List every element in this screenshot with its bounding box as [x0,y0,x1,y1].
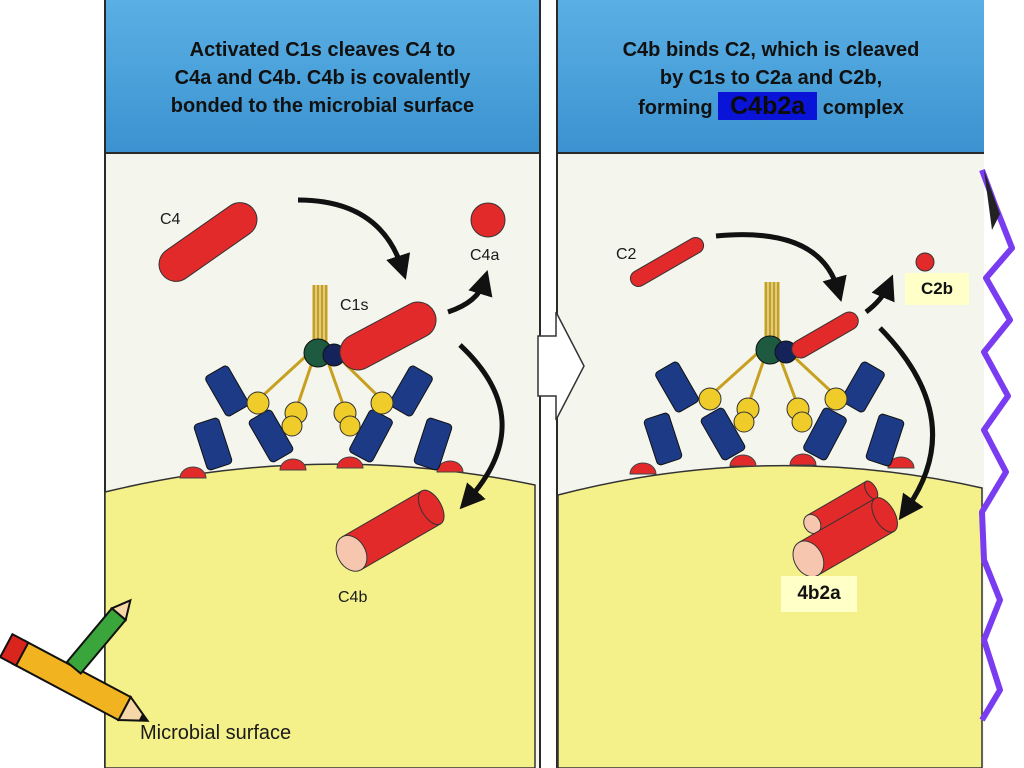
c2b-molecule [915,252,935,272]
c4b-molecule [335,489,445,572]
header-prefix: forming [638,97,713,119]
c4-label: C4 [160,211,181,228]
right-c1-complex [629,282,915,475]
header-suffix: complex [822,97,904,119]
microbial-surface-label: Microbial surface [140,722,292,744]
right-surface [557,464,983,768]
right-header-line-1: C4b binds C2, which is cleaved [622,39,920,61]
right-header-line-2: by C1s to C2a and C2b, [659,67,883,89]
left-header-line-3: bonded to the microbial surface [170,95,475,117]
left-header-text: Activated C1s cleaves C4 to C4a and C4b.… [106,36,539,120]
corner-decoration-icon [984,170,1000,230]
left-surface [104,463,536,768]
c4b2a-highlight: C4b2a [718,92,818,120]
c2-molecule [629,237,705,287]
right-header-text: C4b binds C2, which is cleaved by C1s to… [558,36,984,122]
pencil-icon [0,632,150,722]
arrow-to-c2b-icon [864,274,895,314]
arrow-c2-to-c1s-icon [715,232,847,303]
arrow-to-complex-icon [878,326,936,521]
arrow-to-c4a-icon [447,270,493,315]
zigzag-border-icon [979,168,1015,722]
arrow-c4-to-c1s-icon [297,197,411,280]
c2b-label: C2b [905,273,969,305]
c4a-molecule [470,202,506,238]
complex-label: 4b2a [781,576,857,612]
arrow-to-c4b-icon [458,343,505,510]
left-header-line-2: C4a and C4b. C4b is covalently [174,67,471,89]
c2-label: C2 [616,246,637,263]
pencil-icon-2 [65,598,132,675]
c4b-label: C4b [338,589,368,606]
c4-on-c1s [339,301,437,371]
right-header: C4b binds C2, which is cleaved by C1s to… [558,0,984,154]
transition-arrow-icon [537,311,585,421]
right-header-line-3: forming C4b2a complex [558,92,984,122]
c4-molecule [158,202,258,282]
left-header-line-1: Activated C1s cleaves C4 to [189,39,456,61]
c1s-label: C1s [340,297,369,314]
c4b2a-complex [792,480,898,578]
c2-on-c1s [791,311,859,359]
c4a-label: C4a [470,247,500,264]
left-c1-complex [179,285,464,479]
left-header: Activated C1s cleaves C4 to C4a and C4b.… [106,0,539,154]
